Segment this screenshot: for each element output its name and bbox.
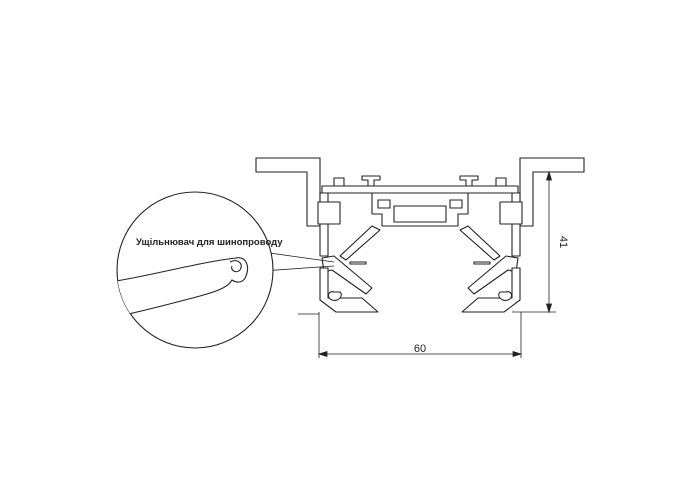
- width-arrow-left: [317, 350, 328, 358]
- right-top-tab: [495, 177, 507, 187]
- left-wing-tick: [349, 261, 367, 265]
- right-lower-jaw: [461, 267, 521, 313]
- seal-profile-hook-detail: [229, 260, 242, 273]
- width-dimension: [317, 312, 523, 358]
- right-mounting-flange: [519, 157, 585, 227]
- central-channel-inner: [393, 205, 447, 223]
- seal-profile-detail: [117, 257, 249, 319]
- detail-callout: [116, 191, 274, 349]
- track-profile-section: [255, 157, 585, 313]
- right-t-slot: [459, 175, 479, 187]
- left-diagonal-arm: [339, 225, 381, 261]
- right-diagonal-arm: [459, 225, 501, 261]
- left-spring-clip: [317, 201, 341, 225]
- height-dimension: [512, 170, 556, 314]
- left-lower-jaw: [319, 267, 379, 313]
- channel-left-lip: [377, 199, 391, 209]
- height-arrow-top: [545, 170, 553, 181]
- top-rail: [321, 185, 519, 194]
- right-spring-clip: [499, 201, 523, 225]
- left-t-slot: [361, 175, 381, 187]
- left-mounting-flange: [255, 157, 321, 227]
- width-arrow-right: [512, 350, 523, 358]
- callout-label: Ущільнювач для шинопроводу: [136, 237, 283, 248]
- width-dimension-label: 60: [414, 343, 426, 355]
- left-hook: [327, 291, 342, 301]
- channel-right-lip: [449, 199, 463, 209]
- right-hook: [498, 291, 513, 301]
- height-dimension-label: 41: [557, 236, 569, 248]
- right-wing-tick: [473, 261, 491, 265]
- left-top-tab: [333, 177, 345, 187]
- height-arrow-bottom: [545, 303, 553, 314]
